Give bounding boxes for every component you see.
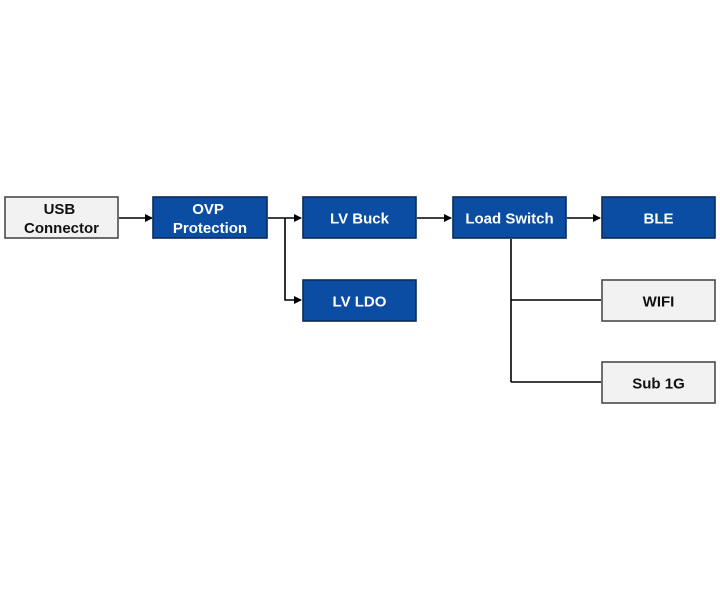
block-lv-buck: LV Buck [302, 196, 417, 239]
block-sub-1g-label: Sub 1G [632, 376, 685, 393]
block-wifi: WIFI [601, 279, 716, 322]
svg-text:USB Connector: USB Connector [24, 201, 99, 237]
block-sub-1g: Sub 1G [601, 361, 716, 404]
block-ovp-protection-label-line-1: OVP [192, 201, 224, 218]
block-usb-connector-box [4, 196, 119, 239]
block-lv-buck-box [302, 196, 417, 239]
block-wifi-label: WIFI [643, 294, 675, 311]
block-sub-1g-box [601, 361, 716, 404]
block-lv-buck-label: LV Buck [330, 211, 390, 228]
block-usb-connector-label-line-1: USB [44, 201, 76, 218]
block-ble-label: BLE [644, 211, 674, 228]
block-wifi-box [601, 279, 716, 322]
block-load-switch-label: Load Switch [465, 211, 553, 228]
block-lv-ldo-label: LV LDO [333, 294, 387, 311]
block-ovp-protection: OVP Protection [152, 196, 268, 239]
block-ovp-protection-label-line-2: Protection [173, 220, 247, 237]
svg-text:OVP Protection: OVP Protection [173, 201, 247, 237]
arrow-ovp-to-lv-ldo [284, 218, 302, 304]
block-ble: BLE [601, 196, 716, 239]
block-load-switch: Load Switch [452, 196, 567, 239]
block-lv-ldo-box [302, 279, 417, 322]
block-load-switch-box [452, 196, 567, 239]
connector-lines [119, 214, 601, 383]
block-lv-ldo: LV LDO [302, 279, 417, 322]
block-ble-box [601, 196, 716, 239]
block-usb-connector: USB Connector [4, 196, 119, 239]
block-ovp-protection-box [152, 196, 268, 239]
block-usb-connector-label-line-2: Connector [24, 220, 99, 237]
